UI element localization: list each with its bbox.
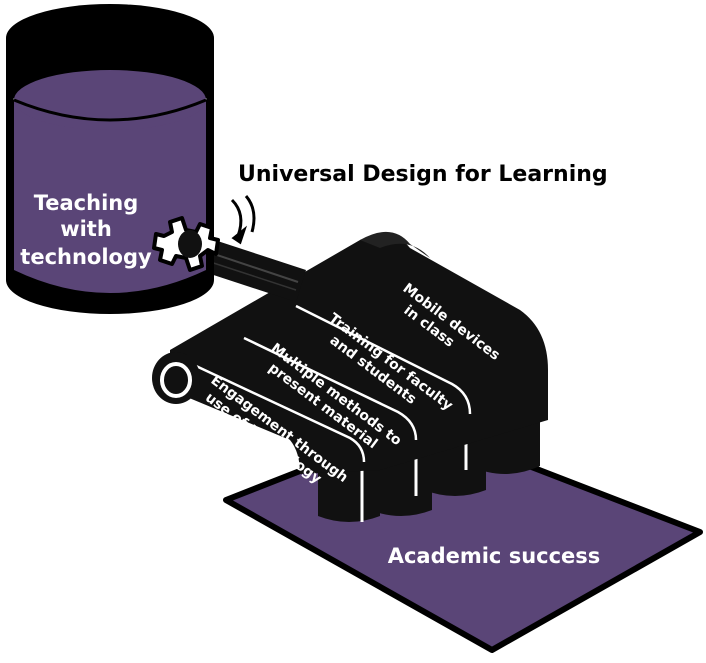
rotation-arrow-icon — [230, 195, 256, 245]
source-label-line-3: technology — [20, 245, 152, 269]
inlet-pipe-end — [152, 352, 200, 404]
pipe-separators — [195, 304, 472, 463]
valve-gear-icon — [152, 216, 220, 272]
outcome-label: Academic success — [388, 544, 601, 568]
source-label-line-2: with — [60, 217, 112, 241]
valve-label: Universal Design for Learning — [238, 162, 608, 187]
source-label-line-1: Teaching — [34, 191, 139, 215]
pipe-manifold — [170, 231, 548, 474]
